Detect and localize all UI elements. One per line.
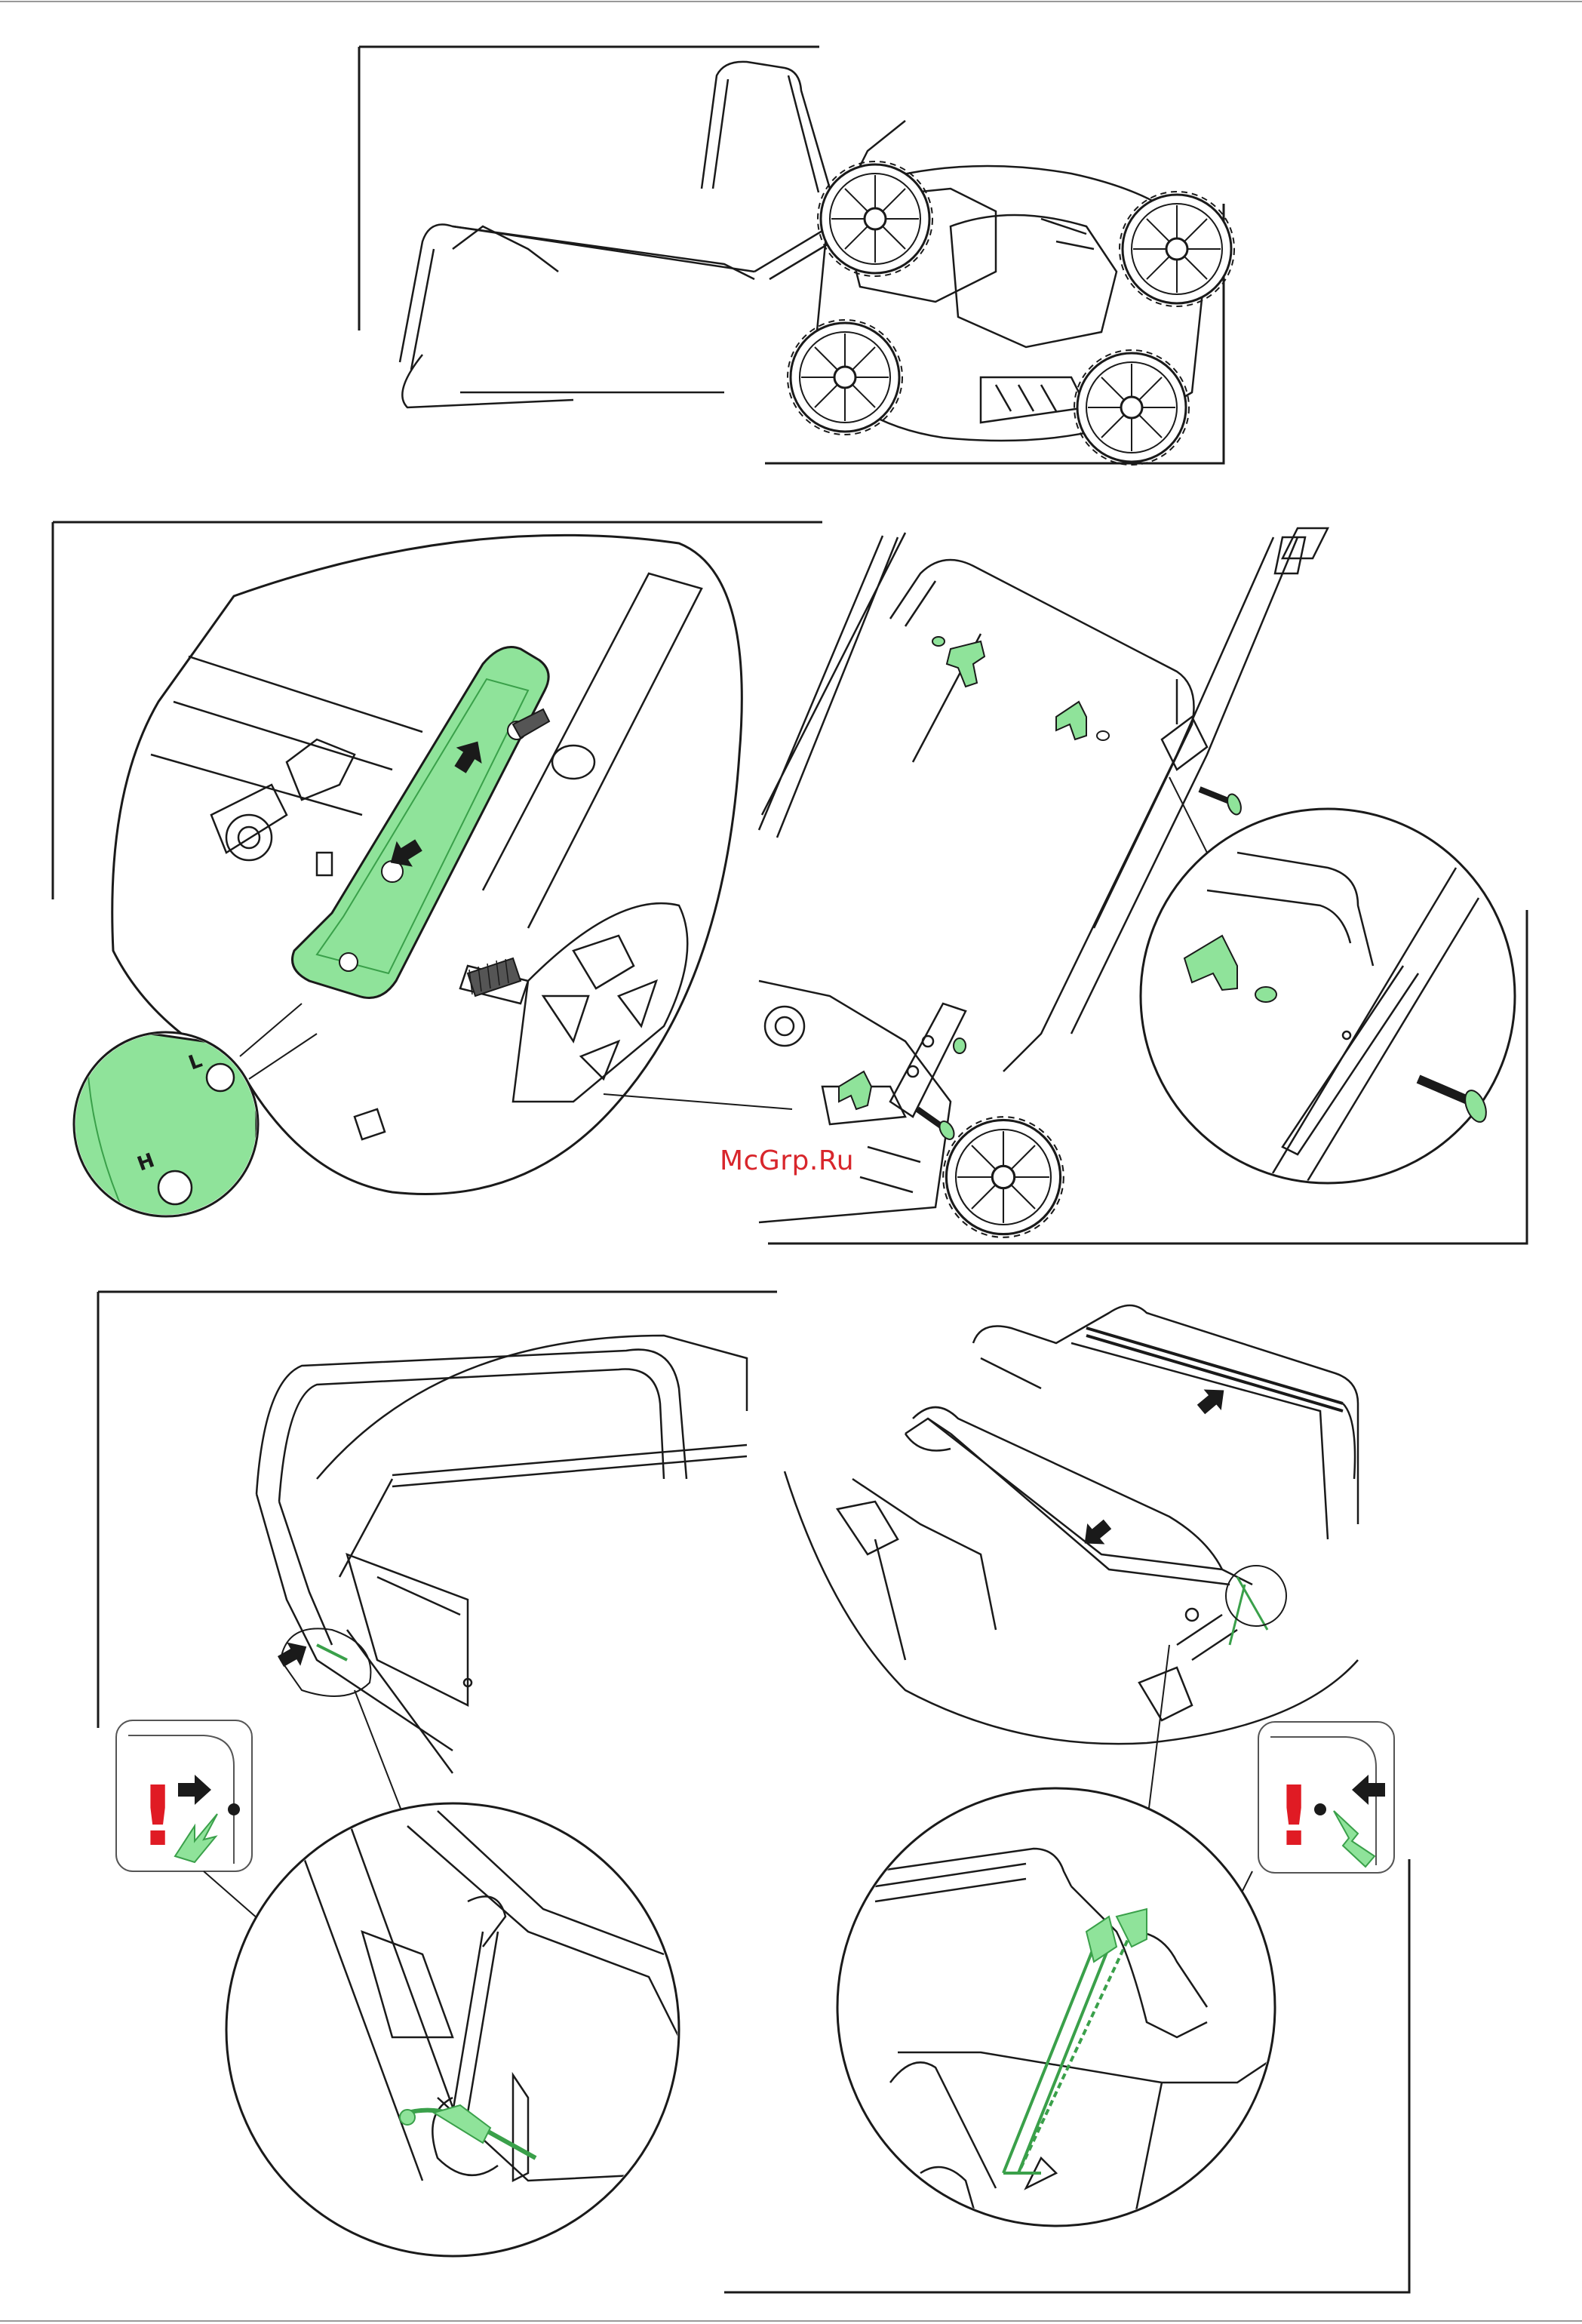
front-wheel-far-icon [1120,192,1234,306]
knob-icon [1056,702,1109,740]
carriage-bolt-icon [917,1109,957,1142]
warning-icon: ! [1275,1768,1313,1864]
panel-3-knobs-bolts [604,528,1527,1243]
rear-wheel-icon [788,320,902,435]
warning-card: ! [1258,1722,1394,1873]
warning-icon: ! [139,1768,177,1864]
front-wheel-icon [1074,350,1189,465]
carriage-bolt-icon [1200,789,1243,816]
knob-icon [932,637,985,687]
washer-icon [1255,987,1276,1002]
warning-card: ! [116,1720,252,1871]
rear-wheel-far-icon [818,161,932,276]
panel-2-handle-height: L H [53,522,822,1222]
panel-4-brake-cable: ! [98,1292,777,2256]
rear-wheel-icon [943,1117,1064,1237]
knob-icon [839,1071,871,1109]
panel-5-drive-cable: ! [724,1305,1409,2292]
watermark: McGrp.Ru [720,1145,854,1176]
